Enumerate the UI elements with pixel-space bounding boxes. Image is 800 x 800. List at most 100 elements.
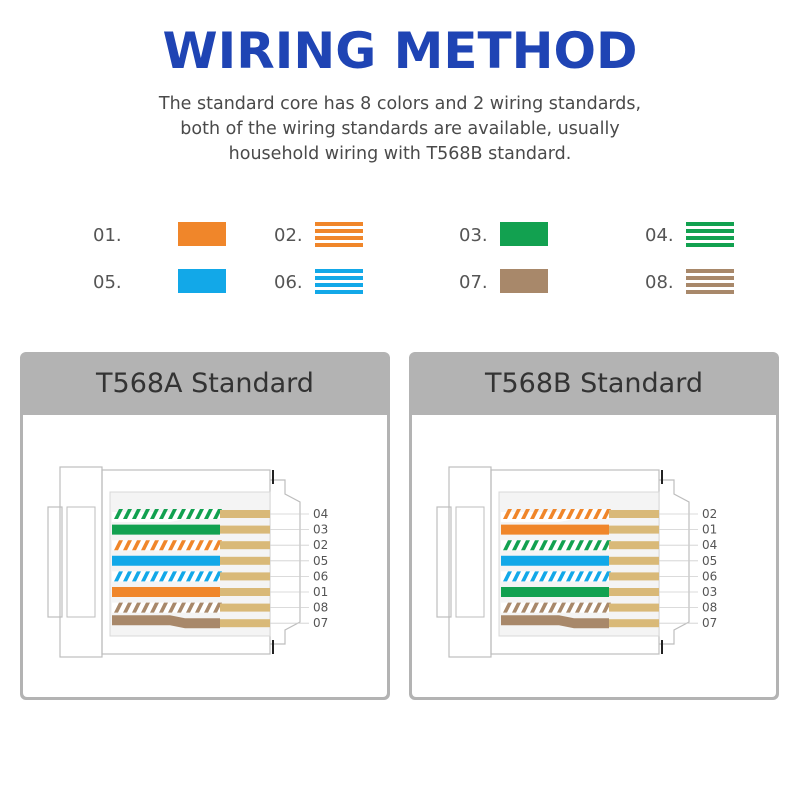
wire-02-stripe [204,540,213,551]
connector-tip [659,479,690,645]
wire-02-stripe [123,540,132,551]
wire-02-contact [609,510,659,518]
wire-08-stripe [177,602,186,613]
wire-08-stripe [204,602,213,613]
wire-02-stripe [159,540,168,551]
wire-07-insulation [112,615,220,629]
wire-08-stripe [602,602,611,613]
wire-06-stripe [141,571,150,582]
legend-item: 03. [459,221,589,251]
connector-latch [436,506,452,618]
wire-02-stripe [530,509,539,519]
wire-02-stripe [557,509,566,519]
wire-04-stripe [177,509,186,519]
wire-04-stripe [593,540,602,551]
wire-label: 02 [702,507,717,521]
wire-06-stripe [530,571,539,582]
wire-04-stripe [132,509,141,519]
legend-number: 08. [645,272,674,293]
wire-01-insulation [501,524,609,535]
wire-08-stripe [521,602,530,613]
wire-04-stripe [530,540,539,551]
wire-04-contact [609,541,659,550]
wire-04-stripe [566,540,575,551]
wire-05-insulation [112,555,220,566]
legend-striped-swatch [686,222,734,247]
wire-08-stripe [141,602,150,613]
wire-01-contact [220,588,270,596]
wire-05-contact [220,556,270,565]
legend-solid-swatch [500,222,548,246]
wire-label: 05 [702,554,717,568]
wire-08-stripe [132,602,141,613]
wire-08-stripe [584,602,593,613]
wire-label: 06 [702,569,717,583]
wire-04-stripe [521,540,530,551]
panel-title: T568A Standard [96,368,314,399]
wire-06-stripe [503,571,512,582]
wire-06-stripe [177,571,186,582]
wire-08-stripe [539,602,548,613]
connector-inner-latch [455,506,485,618]
wire-01-insulation [112,587,220,597]
connector-latch [47,506,63,618]
wire-06-stripe [186,571,195,582]
wire-06-stripe [213,571,222,582]
wire-02-stripe [575,509,584,519]
wire-label: 04 [313,507,328,521]
wire-04-contact [220,510,270,518]
wire-label: 04 [702,538,717,552]
wire-04-stripe [114,509,123,519]
wire-02-stripe [186,540,195,551]
wire-02-stripe [548,509,557,519]
wire-06-stripe [204,571,213,582]
legend-solid-swatch [500,269,548,293]
wire-04-stripe [213,509,222,519]
legend-striped-swatch [315,269,363,294]
wire-05-insulation [501,555,609,566]
wire-02-contact [220,541,270,550]
wire-02-stripe [150,540,159,551]
wire-label: 06 [313,569,328,583]
wire-01-contact [609,525,659,534]
wire-label: 01 [702,523,717,537]
wire-08-stripe [123,602,132,613]
wire-06-stripe [512,571,521,582]
wire-04-stripe [602,540,611,551]
wire-label: 03 [313,523,328,537]
wire-02-stripe [168,540,177,551]
legend-item: 08. [645,268,775,298]
legend-striped-swatch [315,222,363,247]
wire-06-stripe [123,571,132,582]
legend-item: 06. [274,268,404,298]
wire-08-stripe [195,602,204,613]
legend-solid-swatch [178,222,226,246]
wire-08-stripe [186,602,195,613]
subtitle-line-3: household wiring with T568B standard. [228,144,572,164]
wire-08-stripe [512,602,521,613]
wire-04-stripe [159,509,168,519]
wire-04-stripe [141,509,150,519]
wire-03-insulation [112,524,220,535]
wire-08-stripe [557,602,566,613]
wire-07-insulation [501,615,609,629]
wire-02-stripe [141,540,150,551]
legend-item: 07. [459,268,589,298]
wire-06-stripe [548,571,557,582]
wire-02-stripe [213,540,222,551]
wire-03-contact [609,588,659,596]
wire-06-stripe [195,571,204,582]
wire-06-stripe [168,571,177,582]
legend-number: 01. [93,225,122,246]
wire-08-stripe [150,602,159,613]
wire-06-stripe [593,571,602,582]
wire-04-stripe [512,540,521,551]
wire-02-stripe [593,509,602,519]
wire-04-stripe [168,509,177,519]
wire-02-stripe [521,509,530,519]
